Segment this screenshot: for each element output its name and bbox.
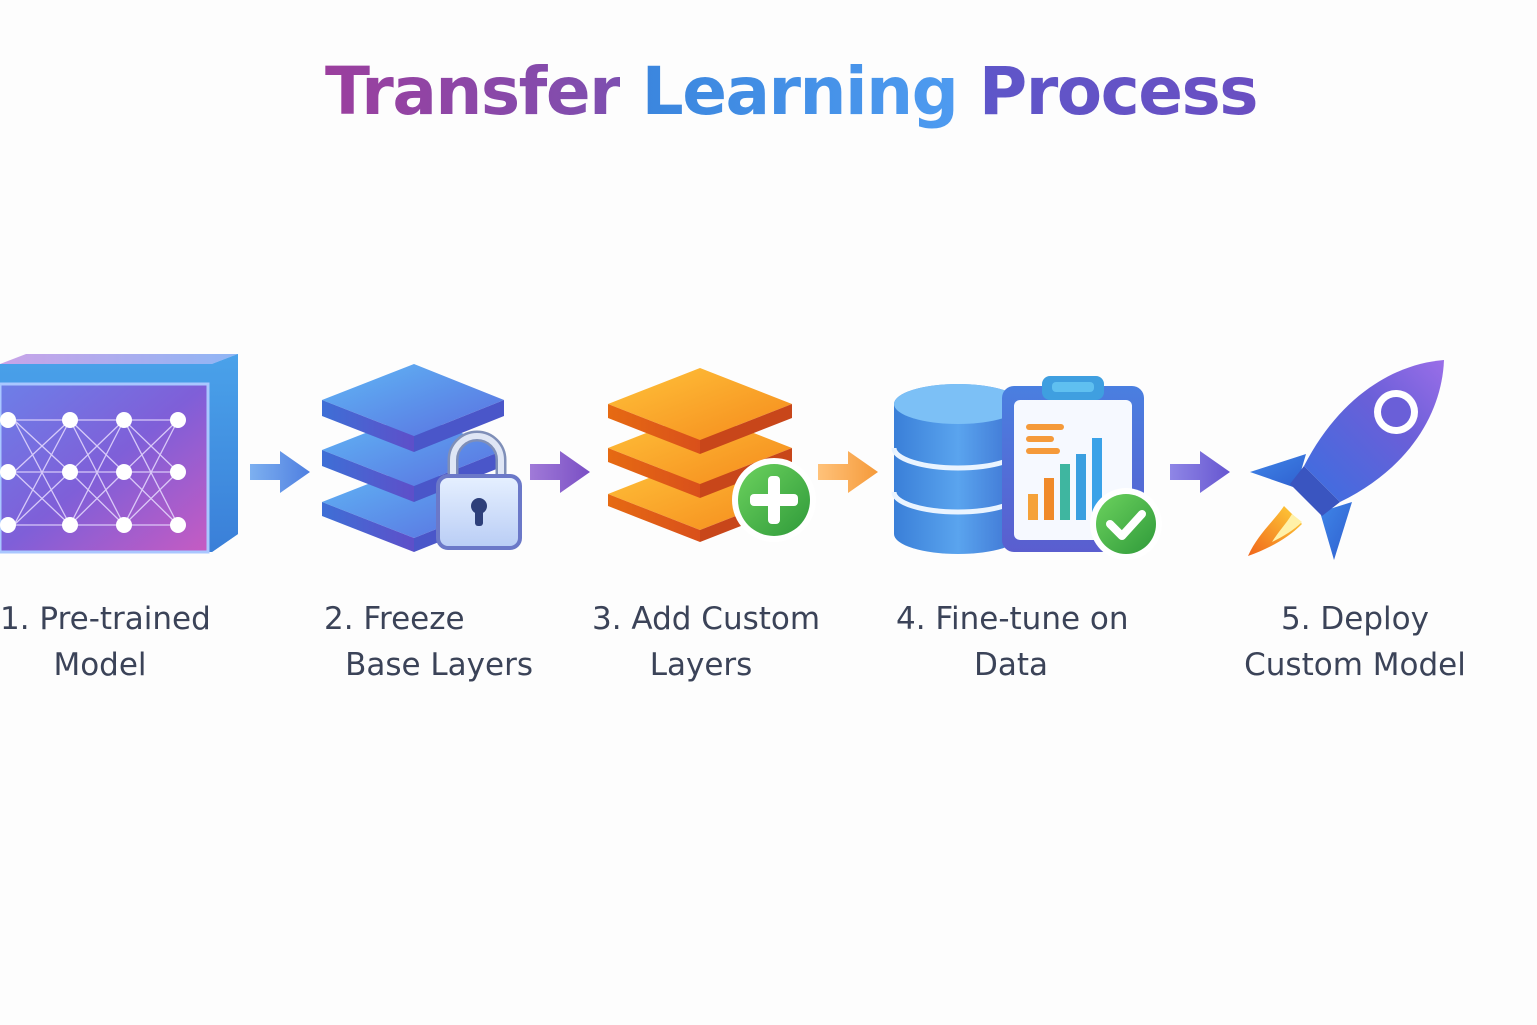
- step-2-label: 2. Freeze Base Layers: [318, 596, 533, 688]
- add-layers-icon: [608, 368, 816, 542]
- step-4-label: 4. Fine-tune on Data: [896, 596, 1129, 688]
- step-5-label-line-1: 5. Deploy: [1281, 601, 1429, 637]
- arrow-3-to-4: [818, 451, 878, 493]
- step-4-label-line-2: Data: [973, 647, 1049, 683]
- step-5-label: 5. Deploy Custom Model: [1238, 596, 1472, 688]
- arrow-2-to-3: [530, 451, 590, 493]
- step-4-label-line-1: 4. Fine-tune on: [896, 601, 1129, 637]
- arrow-1-to-2: [250, 451, 310, 493]
- neural-network-cube-icon: [0, 354, 238, 554]
- title-word-2: Learning: [641, 53, 959, 130]
- step-1-label: 1. Pre-trained Model: [0, 596, 211, 688]
- step-2-label-line-1: 2. Freeze: [324, 601, 465, 637]
- step-3-label: 3. Add Custom Layers: [592, 596, 821, 688]
- step-5-label-line-2: Custom Model: [1244, 647, 1466, 683]
- diagram-title: Transfer Learning Process: [325, 52, 1259, 131]
- rocket-icon: [1248, 360, 1444, 560]
- step-2-label-line-2: Base Layers: [345, 647, 533, 683]
- step-3-label-line-2: Layers: [649, 647, 753, 683]
- title-word-3: Process: [978, 53, 1259, 130]
- database-clipboard-icon: [891, 376, 1162, 560]
- step-1-label-line-2: Model: [53, 647, 147, 683]
- step-3-label-line-1: 3. Add Custom: [592, 601, 821, 637]
- title-word-1: Transfer: [325, 53, 622, 130]
- arrow-4-to-5: [1170, 451, 1230, 493]
- step-1-label-line-1: 1. Pre-trained: [0, 601, 211, 637]
- locked-layers-icon: [322, 364, 522, 552]
